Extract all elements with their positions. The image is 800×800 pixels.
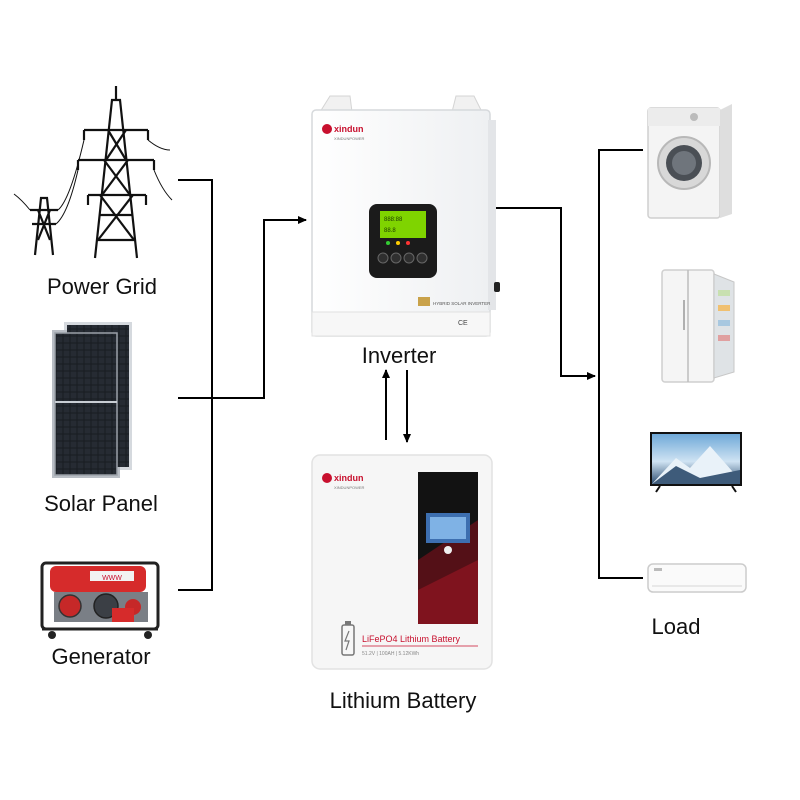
inverter-button[interactable] bbox=[416, 252, 428, 264]
inverter-indicator-led bbox=[396, 241, 400, 245]
battery-product-text: LiFePO4 Lithium Battery bbox=[362, 634, 461, 644]
refrigerator-icon bbox=[661, 269, 735, 383]
solar-panel-connector bbox=[178, 216, 307, 399]
inverter-label: Inverter bbox=[362, 343, 437, 368]
battery-logo-icon bbox=[322, 473, 332, 483]
load-bus bbox=[598, 149, 643, 579]
inverter-output-connector bbox=[494, 207, 596, 380]
lithium-battery-label: Lithium Battery bbox=[330, 688, 477, 713]
battery-spec-text: 51.2V | 100AH | 5.12KWh bbox=[362, 651, 419, 657]
inverter-button[interactable] bbox=[377, 252, 389, 264]
load-label: Load bbox=[652, 614, 701, 639]
battery-power-button[interactable] bbox=[444, 546, 452, 554]
generator-label: Generator bbox=[51, 644, 150, 669]
lithium-battery-icon: xindun XINDUNPOWER LiFePO4 Lithium Batte… bbox=[311, 454, 493, 670]
svg-text:88.8: 88.8 bbox=[384, 228, 396, 234]
inverter-button[interactable] bbox=[390, 252, 402, 264]
inverter-cert-mark: CE bbox=[458, 320, 468, 327]
solar-panel-label: Solar Panel bbox=[44, 491, 158, 516]
inverter-indicator-led bbox=[386, 241, 390, 245]
inverter-lcd-screen bbox=[380, 211, 426, 238]
generator-badge: WWW bbox=[102, 575, 122, 582]
inverter-indicator-led bbox=[406, 241, 410, 245]
inverter-model-text: HYBRID SOLAR INVERTER bbox=[433, 301, 491, 306]
connector-lines bbox=[178, 149, 643, 591]
inverter-button[interactable] bbox=[403, 252, 415, 264]
washing-machine-icon bbox=[647, 104, 732, 219]
inverter-icon: xindun XINDUNPOWER 888:88 88.8 HYBRID SO… bbox=[311, 95, 500, 337]
svg-text:888:88: 888:88 bbox=[384, 217, 403, 223]
inverter-logo-icon bbox=[322, 124, 332, 134]
television-icon bbox=[650, 432, 742, 493]
inverter-brand: xindun bbox=[334, 124, 364, 134]
inverter-brand-sub: XINDUNPOWER bbox=[334, 136, 365, 141]
battery-brand: xindun bbox=[334, 473, 364, 483]
power-grid-icon bbox=[13, 86, 173, 259]
inverter-model-logo bbox=[418, 297, 430, 306]
power-grid-connector bbox=[178, 179, 213, 591]
battery-brand-sub: XINDUNPOWER bbox=[334, 485, 365, 490]
generator-icon: WWW bbox=[40, 561, 160, 639]
power-grid-label: Power Grid bbox=[47, 274, 157, 299]
solar-panel-icon bbox=[52, 322, 132, 478]
air-conditioner-icon bbox=[647, 563, 747, 593]
